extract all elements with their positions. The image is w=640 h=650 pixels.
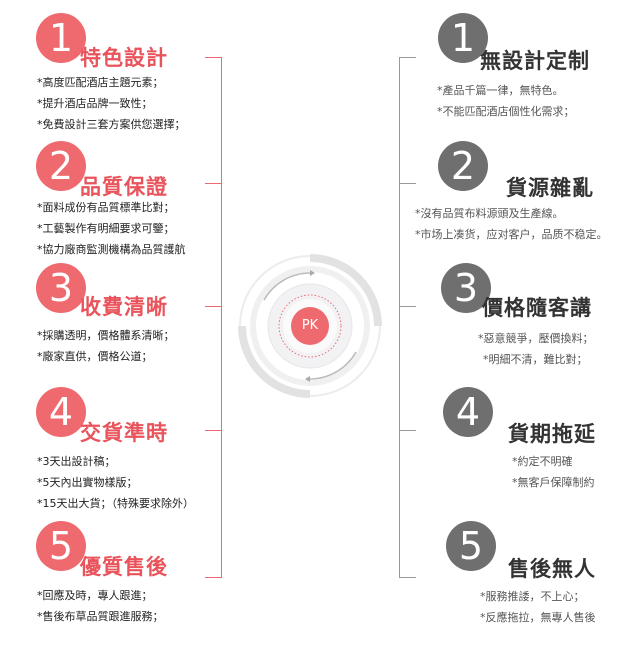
number-badge: 3 [441,263,491,313]
item-title: 交貨準時 [80,421,168,445]
item-title: 貨期拖延 [508,422,596,446]
item-description: *高度匹配酒店主題元素； *提升酒店品牌一致性； *免費設計三套方案供您選擇； [37,72,186,135]
left-bracket-vertical [221,57,222,578]
description-line: *服務推諉，不上心； [480,590,585,603]
number-badge: 2 [36,141,86,191]
item-title: 無設計定制 [480,49,590,73]
right-tick [399,306,416,307]
left-tick [205,306,222,307]
description-line: *採購透明，價格體系清晰； [37,329,175,342]
number-badge: 1 [438,13,488,63]
description-line: *無客戶保障制約 [512,476,595,489]
number-badge: 3 [36,263,86,313]
description-line: *不能匹配酒店個性化需求； [437,105,575,118]
item-title: 品質保證 [80,175,168,199]
number-badge: 4 [36,387,86,437]
number-badge: 2 [438,141,488,191]
description-line: *惡意競爭，壓價換料； [478,332,594,345]
item-description: *回應及時，專人跟進； *售後布草品質跟進服務； [37,585,164,627]
right-tick [399,57,416,58]
item-title: 收費清晰 [80,295,168,319]
item-title: 價格隨客講 [482,296,592,320]
item-description: *產品千篇一律，無特色。 *不能匹配酒店個性化需求； [437,80,575,122]
item-description: *服務推諉，不上心； *反應拖拉，無專人售後 [480,586,596,628]
item-description: *面料成份有品質標準比對； *工藝製作有明細要求可鑒； *協力廠商監測機構為品質… [37,197,186,260]
description-line: *廠家直供，價格公道； [37,350,153,363]
number-badge: 1 [36,13,86,63]
left-tick [205,57,222,58]
pk-label: PK [291,307,329,345]
right-tick [399,430,416,431]
right-bracket-vertical [399,57,400,578]
right-tick [399,183,416,184]
left-tick [205,430,222,431]
description-line: *高度匹配酒店主題元素； [37,76,164,89]
item-description: *沒有品質布料源頭及生產線。 *市场上凑货，应对客户，品质不稳定。 [415,203,608,245]
number-badge: 5 [36,521,86,571]
description-line: *面料成份有品質標準比對； [37,201,175,214]
left-tick [205,577,222,578]
description-line: *市场上凑货，应对客户，品质不稳定。 [415,228,608,241]
item-title: 特色設計 [80,46,168,70]
description-line: *工藝製作有明細要求可鑒； [37,222,175,235]
item-description: *惡意競爭，壓價換料； *明細不清，難比對； [478,328,594,370]
left-tick [205,183,222,184]
item-title: 貨源雜亂 [506,176,594,200]
description-line: *沒有品質布料源頭及生產線。 [415,207,564,220]
right-tick [399,577,416,578]
item-title: 優質售後 [80,555,168,579]
description-line: *免費設計三套方案供您選擇； [37,118,186,131]
number-badge: 5 [446,521,496,571]
description-line: *回應及時，專人跟進； [37,589,153,602]
description-line: *約定不明確 [512,455,573,468]
description-line: *明細不清，難比對； [483,353,588,366]
pk-emblem: PK [236,252,384,400]
item-description: *3天出設計稿； *5天內出實物樣版； *15天出大貨；（特殊要求除外） [37,451,194,514]
item-description: *約定不明確 *無客戶保障制約 [512,451,595,493]
description-line: *售後布草品質跟進服務； [37,610,164,623]
description-line: *提升酒店品牌一致性； [37,97,153,110]
description-line: *15天出大貨；（特殊要求除外） [37,497,194,510]
number-badge: 4 [443,387,493,437]
description-line: *產品千篇一律，無特色。 [437,84,564,97]
description-line: *反應拖拉，無專人售後 [480,611,596,624]
item-description: *採購透明，價格體系清晰； *廠家直供，價格公道； [37,325,175,367]
description-line: *協力廠商監測機構為品質護航 [37,243,186,256]
item-title: 售後無人 [508,557,596,581]
description-line: *3天出設計稿； [37,455,116,468]
description-line: *5天內出實物樣版； [37,476,138,489]
